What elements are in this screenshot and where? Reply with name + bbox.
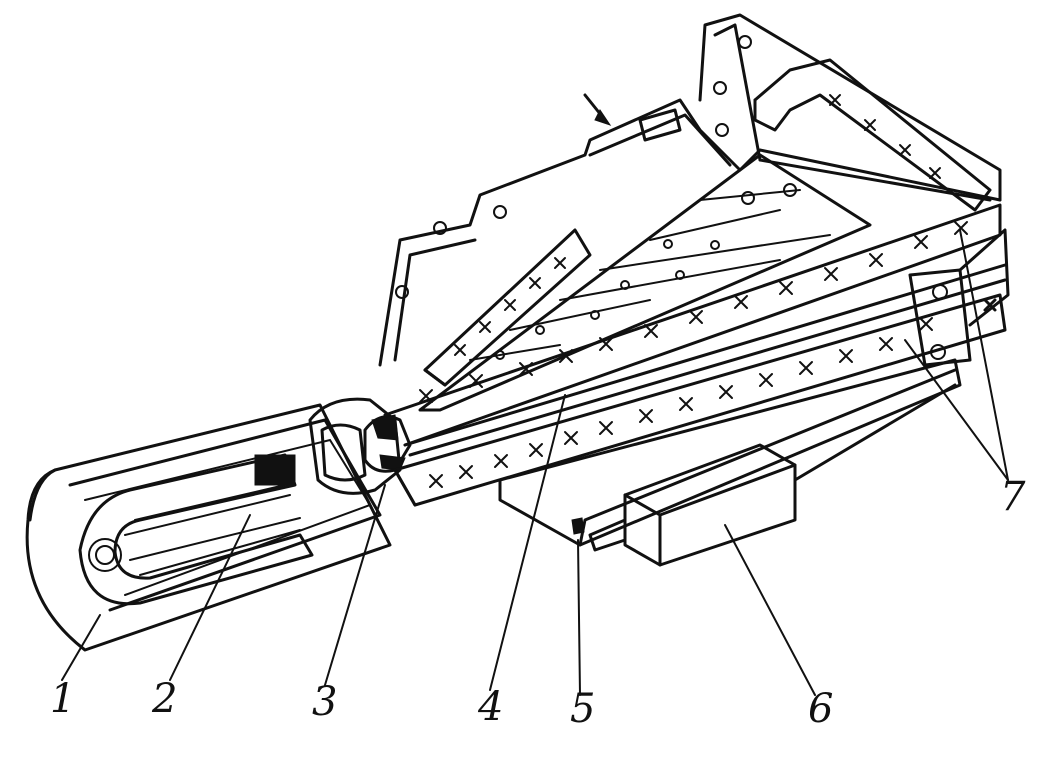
label-6: 6 (808, 686, 833, 732)
inner-tray (418, 153, 872, 412)
heating-coil (78, 453, 314, 606)
leader-lines (61, 229, 1009, 696)
base-bar (498, 358, 962, 547)
label-3: 3 (312, 679, 337, 725)
drive-box (588, 383, 957, 567)
upper-frame (378, 13, 1002, 367)
nozzle-joint (363, 414, 412, 473)
label-4: 4 (477, 684, 503, 730)
label-1: 1 (50, 676, 75, 722)
return-bend (753, 58, 992, 212)
cylinder-end-cap (308, 397, 402, 495)
label-2: 2 (151, 676, 177, 722)
labels: 1 2 3 4 5 6 7 (50, 474, 1026, 732)
end-brackets (908, 228, 1010, 367)
main-trough (383, 203, 1007, 507)
cylinder-housing (25, 403, 392, 652)
label-5: 5 (570, 686, 595, 732)
label-7: 7 (1000, 474, 1026, 520)
inclined-chute (423, 228, 592, 387)
trough-x-marks (419, 221, 968, 488)
frame-rivets (395, 35, 948, 360)
feed-arrow (583, 93, 612, 126)
